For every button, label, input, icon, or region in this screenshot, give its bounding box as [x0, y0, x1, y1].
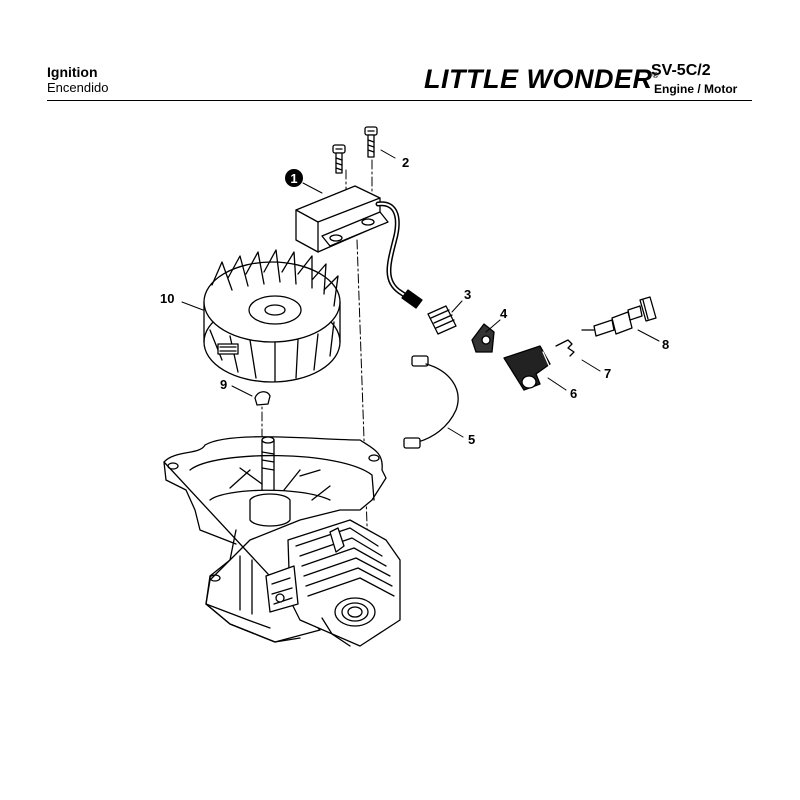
callout-10: 10	[160, 291, 174, 306]
callout-1: 1	[290, 171, 297, 186]
callout-3: 3	[464, 287, 471, 302]
engine-cylinder	[265, 519, 401, 647]
brand-logo: LITTLE WONDER®	[424, 60, 659, 95]
header-left: Ignition Encendido	[47, 64, 108, 95]
part-3-spring	[427, 305, 457, 335]
registered-mark: ®	[652, 71, 659, 80]
callout-5: 5	[468, 432, 475, 447]
part-8-spark-plug	[581, 296, 657, 337]
part-9-flywheel-key	[254, 391, 271, 406]
part-5-ground-wire	[403, 355, 459, 449]
leader-lines	[181, 149, 660, 438]
part-6-spark-plug-boot	[503, 345, 551, 391]
callout-6: 6	[570, 386, 577, 401]
part-10-flywheel	[203, 249, 341, 383]
callout-4: 4	[500, 306, 508, 321]
part-1-ignition-coil	[295, 185, 423, 309]
callout-labels: 1 2 3 4 5 6 7 8 9 10	[160, 155, 669, 447]
callout-9: 9	[220, 377, 227, 392]
brand-name: LITTLE WONDER	[424, 64, 653, 94]
section-label: Engine / Motor	[654, 82, 738, 96]
part-7-terminal	[555, 339, 575, 357]
callout-8: 8	[662, 337, 669, 352]
part-4-clip	[471, 323, 495, 353]
callout-1-badge	[285, 169, 303, 187]
part-2-screws	[332, 126, 378, 174]
callout-7: 7	[604, 366, 611, 381]
page-title: Ignition	[47, 64, 98, 80]
model-number: SV-5C/2	[651, 62, 711, 79]
page-subtitle: Encendido	[47, 80, 109, 95]
callout-2: 2	[402, 155, 409, 170]
engine-block	[163, 436, 387, 643]
header-rule	[47, 100, 752, 101]
